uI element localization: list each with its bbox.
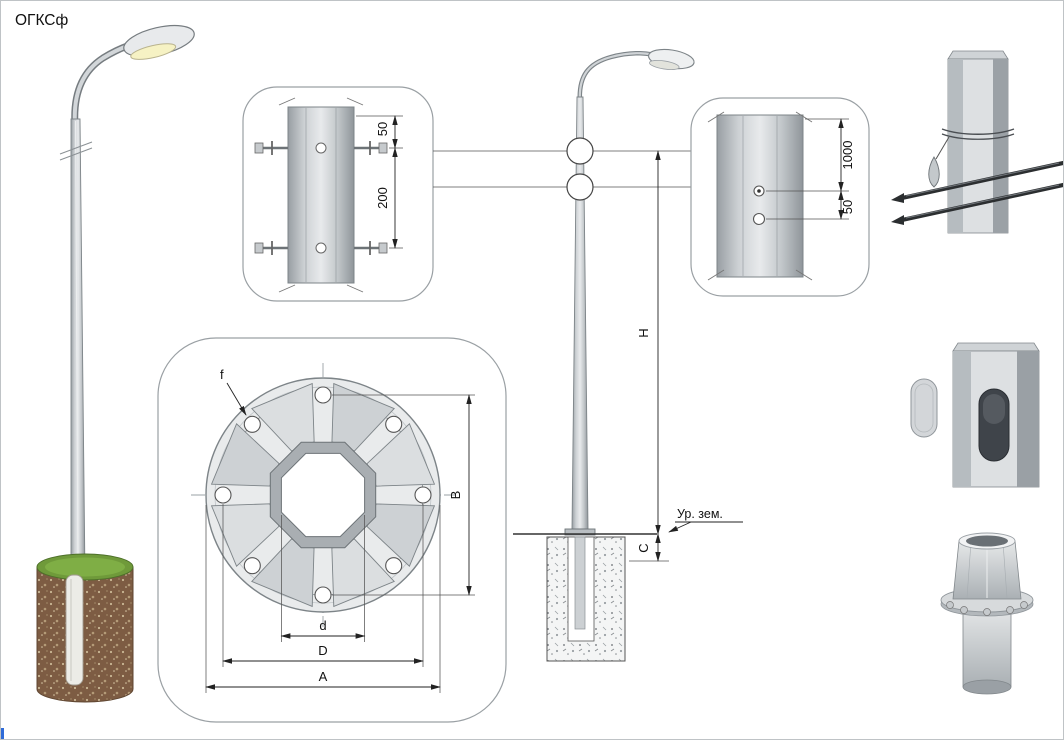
earthing-rod-1 (899, 160, 1063, 201)
dim-label-B: B (448, 491, 463, 500)
anchor-bolt-row-lower (254, 241, 388, 255)
screen-edge-artifact (1, 728, 4, 739)
top-flange-detail-callout: 50 200 (242, 86, 434, 302)
detail-marker-circle-upper (566, 137, 594, 165)
lamp-head-elevation (648, 48, 695, 70)
side-hole-detail-callout: 1000 50 (690, 97, 870, 297)
dim-label-D: D (318, 643, 327, 658)
ground-level-symbol: Ур. зем. (668, 507, 743, 533)
callout-leader-lines (433, 150, 691, 188)
dim-label-d: d (319, 618, 326, 633)
foundation-sleeve (65, 574, 84, 686)
anchor-bolt-row-upper (254, 141, 388, 155)
dim-label-C: C (636, 543, 651, 552)
drawing-title: ОГКСф (15, 12, 68, 29)
foundation-section (546, 536, 626, 662)
earthing-clamp (928, 156, 940, 188)
dim-label-50-top: 50 (375, 122, 390, 136)
detail-marker-circle-lower (566, 173, 594, 201)
dim-label-50-side: 50 (840, 200, 855, 214)
dim-label-A: A (319, 669, 328, 684)
flange-base-3d (940, 532, 1034, 695)
hatch-door (910, 378, 938, 438)
dim-label-f: f (220, 367, 224, 382)
lower-hole (752, 212, 766, 226)
flange-bolt-holes (214, 386, 432, 604)
flange-plan-callout: f B d D A (157, 337, 507, 723)
pole-3d-render (59, 24, 195, 578)
earthing-rod-2 (899, 182, 1063, 223)
octagon-hole (280, 452, 366, 538)
dim-label-200: 200 (375, 187, 390, 209)
dim-label-H: H (636, 328, 651, 337)
dim-label-1000: 1000 (840, 141, 855, 170)
foundation-3d (36, 553, 134, 703)
lamp-head (123, 24, 195, 60)
earthing-assembly-3d (891, 50, 1063, 234)
ground-level-label: Ур. зем. (677, 507, 723, 521)
access-door-3d (910, 342, 1040, 488)
pole-elevation: Ур. зем. H C (513, 48, 743, 662)
